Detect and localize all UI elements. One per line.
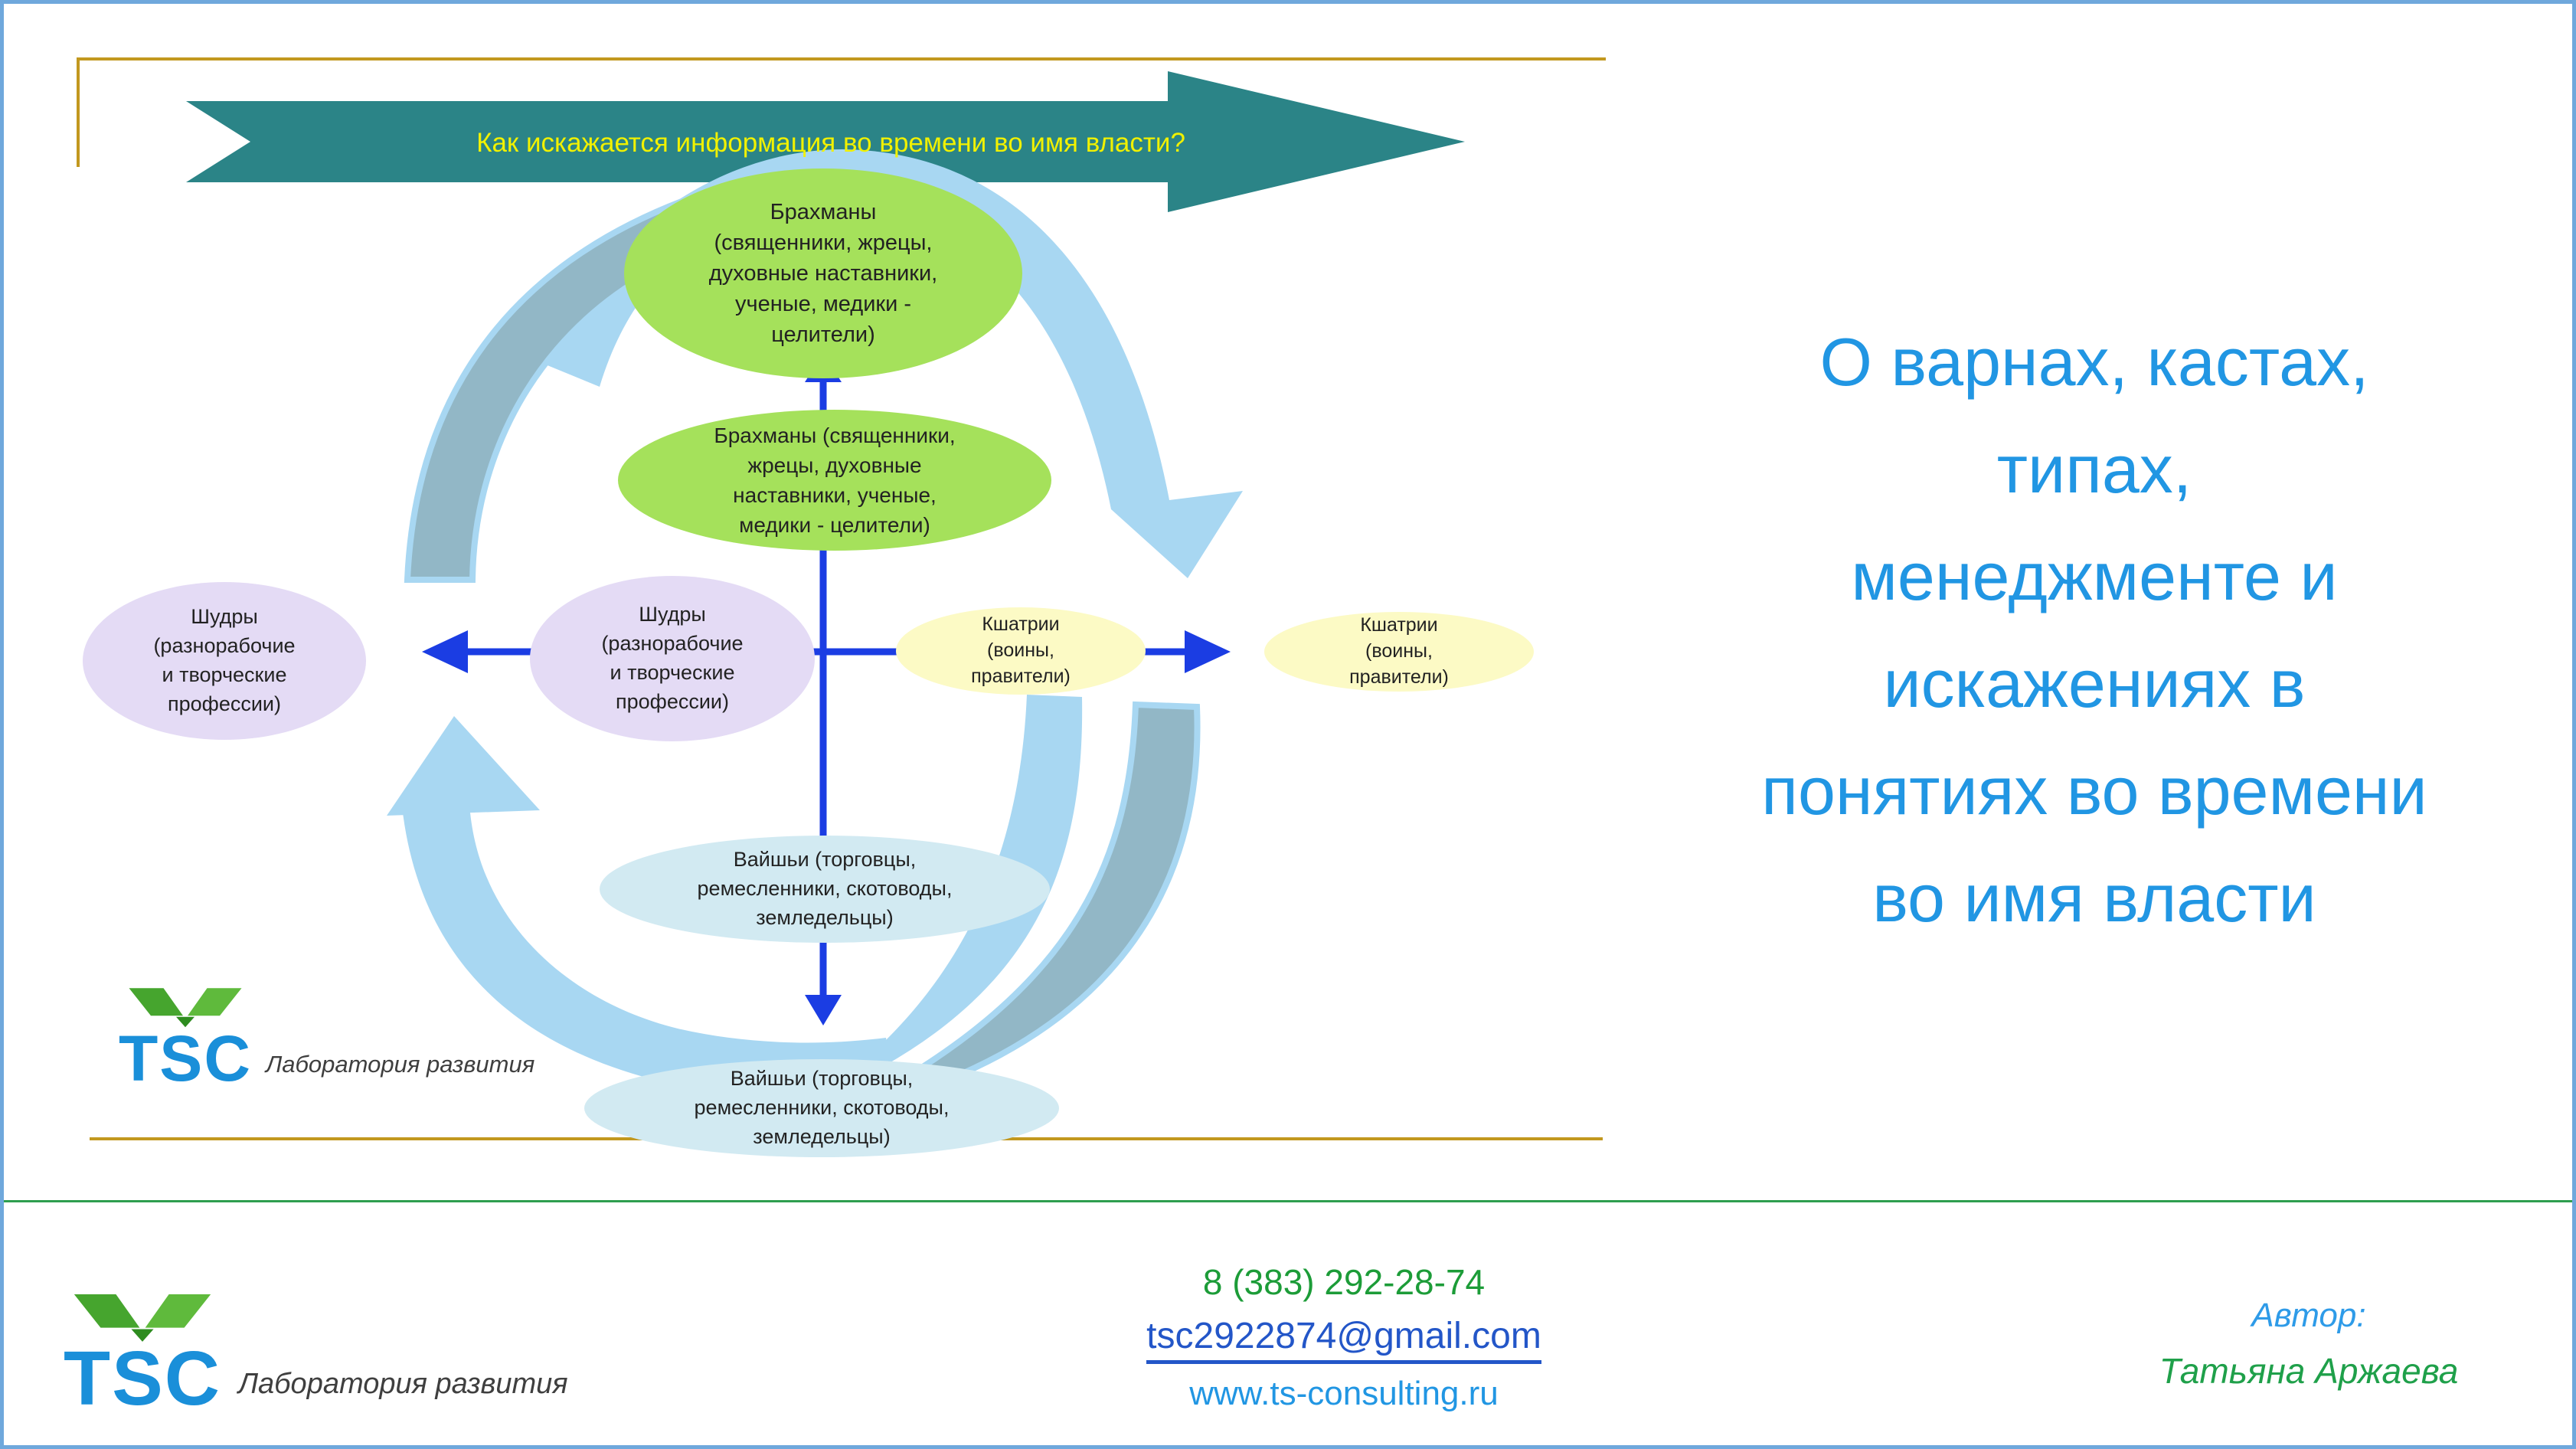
author-name: Татьяна Аржаева — [2159, 1351, 2459, 1391]
phone-number: 8 (383) 292-28-74 — [1202, 1262, 1486, 1302]
tsc-logo-orgname: Лаборатория развития — [238, 1368, 568, 1400]
slide-frame-top — [77, 57, 1606, 61]
email-link[interactable]: tsc2922874@gmail.com — [1146, 1315, 1541, 1364]
slide-title: О варнах, кастах, типах, менеджменте и и… — [1761, 324, 2427, 936]
tsc-logo-text: TSC — [119, 1022, 252, 1094]
footer-contacts: 8 (383) 292-28-74 tsc2922874@gmail.com w… — [961, 1261, 1727, 1413]
tsc-logo-mark: TSC — [64, 1292, 221, 1421]
tsc-logo-slide: TSC Лаборатория развития — [119, 986, 535, 1094]
tsc-wings-icon — [74, 1294, 211, 1342]
slide-frame-left — [77, 57, 80, 167]
tsc-logo-orgname: Лаборатория развития — [266, 1050, 535, 1078]
ellipse-kshatrii-inner: Кшатрии (воины, правители) — [896, 607, 1146, 695]
ellipse-shudry-inner: Шудры (разнорабочие и творческие професс… — [530, 576, 815, 741]
ellipse-kshatrii-outer: Кшатрии (воины, правители) — [1264, 612, 1534, 692]
arrowhead-right-icon — [1185, 630, 1231, 673]
ellipse-brahmany-inner: Брахманы (священники, жрецы, духовные на… — [618, 410, 1051, 551]
ellipse-brahmany-outer: Брахманы (священники, жрецы, духовные на… — [624, 168, 1022, 378]
banner-question: Как искажается информация во времени во … — [476, 128, 1185, 158]
tsc-wings-icon — [129, 988, 242, 1028]
author-label: Автор: — [2251, 1297, 2366, 1334]
tsc-logo-text: TSC — [64, 1336, 221, 1421]
ellipse-shudry-outer: Шудры (разнорабочие и творческие професс… — [83, 582, 366, 740]
tsc-logo-mark: TSC — [119, 986, 252, 1094]
ellipse-vaishyi-outer: Вайшьи (торговцы, ремесленники, скотовод… — [584, 1059, 1059, 1157]
website-link[interactable]: www.ts-consulting.ru — [1189, 1375, 1499, 1412]
arrowhead-left-icon — [422, 630, 468, 673]
footer-separator — [4, 1200, 2572, 1202]
arrowhead-down-icon — [805, 995, 842, 1025]
ellipse-vaishyi-inner: Вайшьи (торговцы, ремесленники, скотовод… — [600, 836, 1050, 943]
cycle-arrowhead-bottom-left-icon — [387, 716, 540, 816]
tsc-logo-footer: TSC Лаборатория развития — [64, 1292, 568, 1421]
author-block: Автор: Татьяна Аржаева — [2071, 1297, 2546, 1392]
